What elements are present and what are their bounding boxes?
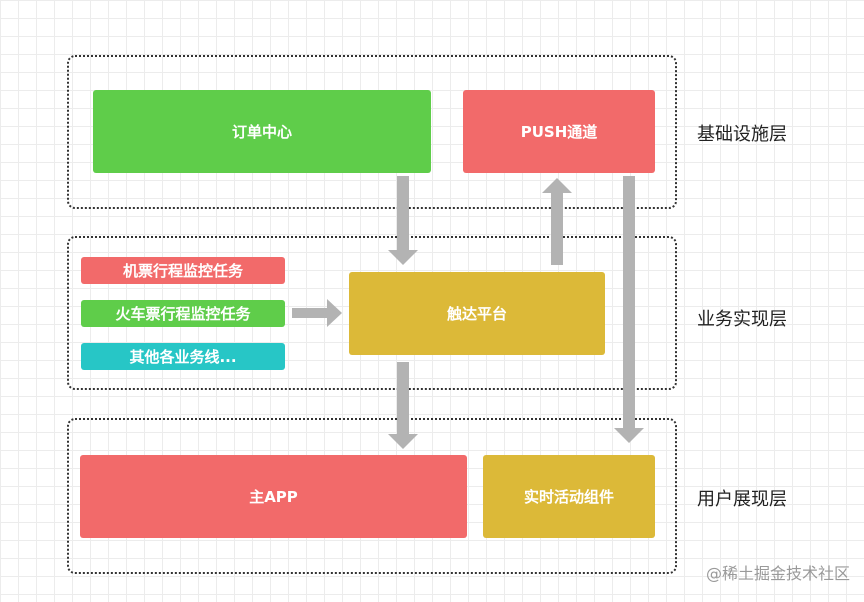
infrastructure-layer	[67, 55, 677, 209]
arrow-platform-to-push	[542, 178, 572, 265]
arrow-push-to-live-activity	[614, 176, 644, 443]
main-app-box: 主APP	[80, 455, 467, 538]
reach-platform-box: 触达平台	[349, 272, 605, 355]
order-center-box: 订单中心	[93, 90, 431, 173]
user-layer	[67, 418, 677, 574]
watermark: @稀土掘金技术社区	[705, 564, 850, 583]
arrow-tasks-to-platform	[292, 299, 342, 327]
flight-monitor-task: 机票行程监控任务	[81, 257, 285, 284]
user-layer-label: 用户展现层	[697, 489, 787, 510]
push-channel-box: PUSH通道	[463, 90, 655, 173]
business-layer	[67, 236, 677, 390]
arrow-platform-to-main-app	[388, 362, 418, 449]
other-business-task: 其他各业务线...	[81, 343, 285, 370]
train-monitor-task: 火车票行程监控任务	[81, 300, 285, 327]
live-activity-box: 实时活动组件	[483, 455, 655, 538]
infrastructure-layer-label: 基础设施层	[697, 124, 787, 145]
business-layer-label: 业务实现层	[697, 309, 787, 330]
arrow-order-to-platform	[388, 176, 418, 265]
